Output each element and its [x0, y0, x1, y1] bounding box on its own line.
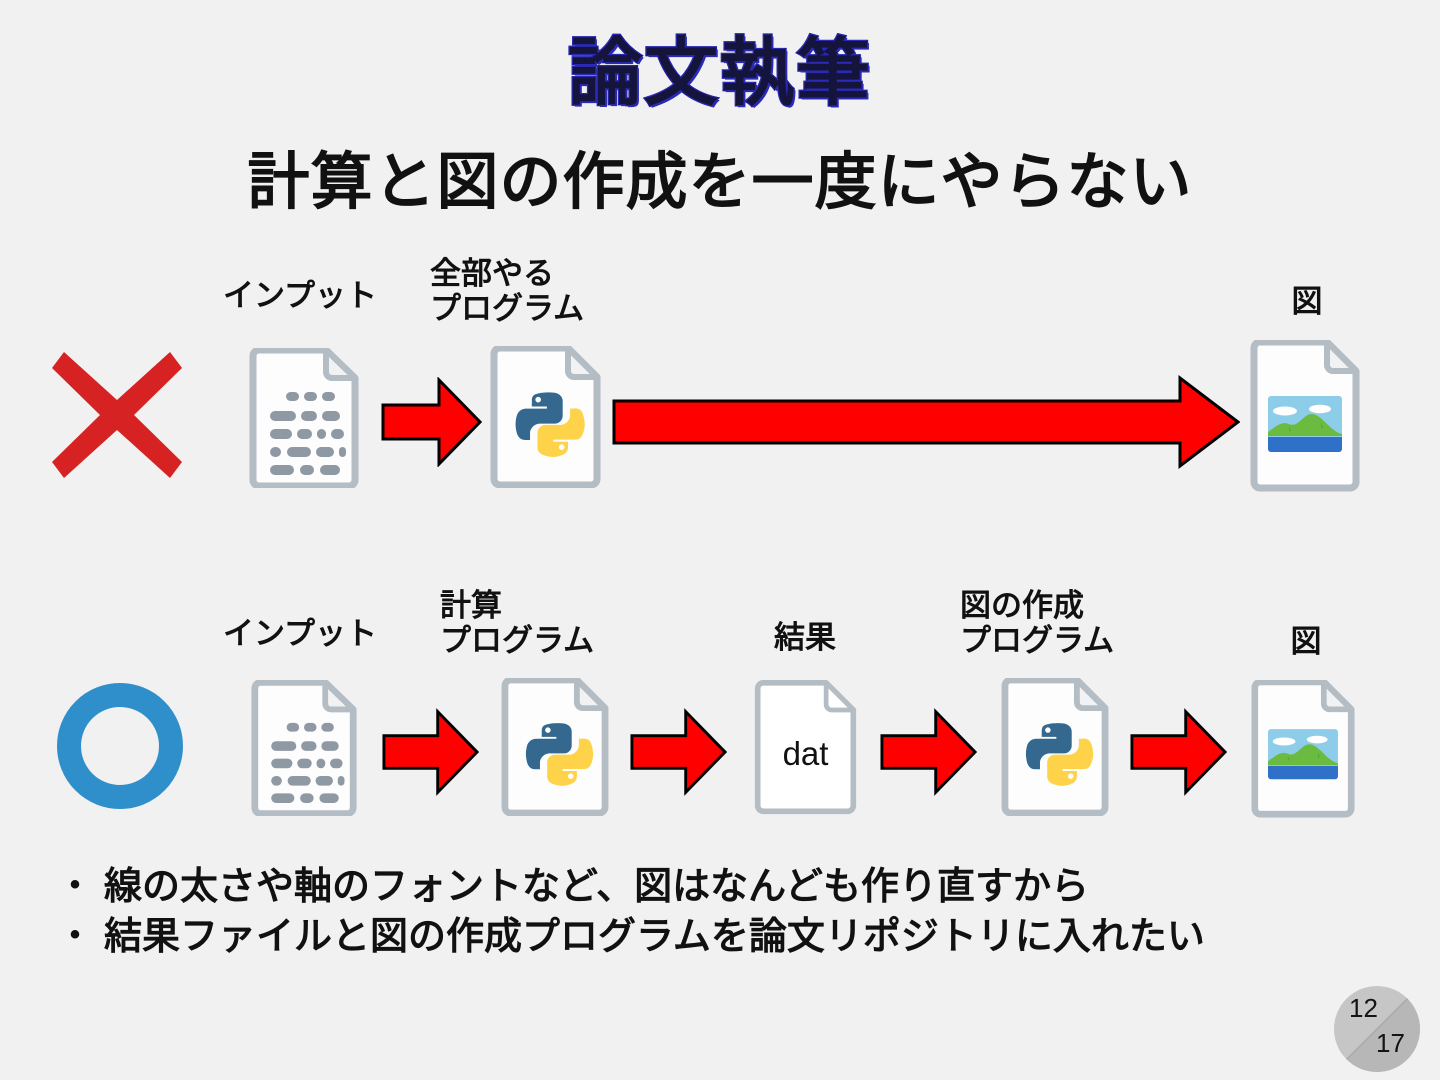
page-number-total: 17	[1376, 1028, 1405, 1058]
node-label-figure-2: 図	[1290, 624, 1322, 659]
dat-file-icon: dat	[753, 680, 858, 815]
page-number-badge: 12 17	[1332, 984, 1422, 1074]
circle-mark-icon	[56, 682, 184, 815]
node-label-figure-1: 図	[1291, 284, 1323, 319]
arrow-right-icon-long	[612, 375, 1240, 469]
arrow-right-icon-1	[381, 377, 482, 467]
image-file-icon-2	[1250, 680, 1356, 818]
arrow-right-icon-3	[630, 708, 727, 796]
cross-mark-icon	[44, 344, 190, 491]
node-label-input-1: インプット	[222, 278, 378, 313]
slide-subtitle: 計算と図の作成を一度にやらない	[247, 148, 1193, 217]
python-file-icon-1	[489, 346, 602, 488]
bullet-list: • 線の太さや軸のフォントなど、図はなんども作り直すから • 結果ファイルと図の…	[46, 862, 1386, 962]
node-label-figure-program: 図の作成 プログラム	[960, 588, 1115, 659]
text-document-icon	[248, 348, 360, 488]
bullet-text: 線の太さや軸のフォントなど、図はなんども作り直すから	[104, 866, 1089, 908]
list-item: • 線の太さや軸のフォントなど、図はなんども作り直すから	[46, 862, 1386, 912]
node-label-allinone-program: 全部やる プログラム	[430, 256, 585, 327]
python-file-icon-3	[1000, 678, 1110, 816]
page-title: 論文執筆	[567, 31, 872, 114]
page-number-current: 12	[1349, 993, 1378, 1023]
arrow-right-icon-2	[382, 708, 479, 796]
list-item: • 結果ファイルと図の作成プログラムを論文リポジトリに入れたい	[46, 912, 1386, 962]
node-label-result: 結果	[774, 620, 836, 655]
node-label-input-2: インプット	[222, 616, 378, 651]
bullet-marker-icon: •	[69, 868, 81, 901]
text-document-icon-2	[250, 680, 358, 816]
arrow-right-icon-5	[1130, 708, 1227, 796]
arrow-right-icon-4	[880, 708, 977, 796]
node-label-calc-program: 計算 プログラム	[440, 588, 595, 659]
image-file-icon-1	[1249, 340, 1361, 492]
bullet-marker-icon: •	[69, 918, 81, 952]
bullet-text: 結果ファイルと図の作成プログラムを論文リポジトリに入れたい	[104, 916, 1205, 959]
dat-file-label: dat	[782, 734, 829, 772]
python-file-icon-2	[500, 678, 610, 816]
